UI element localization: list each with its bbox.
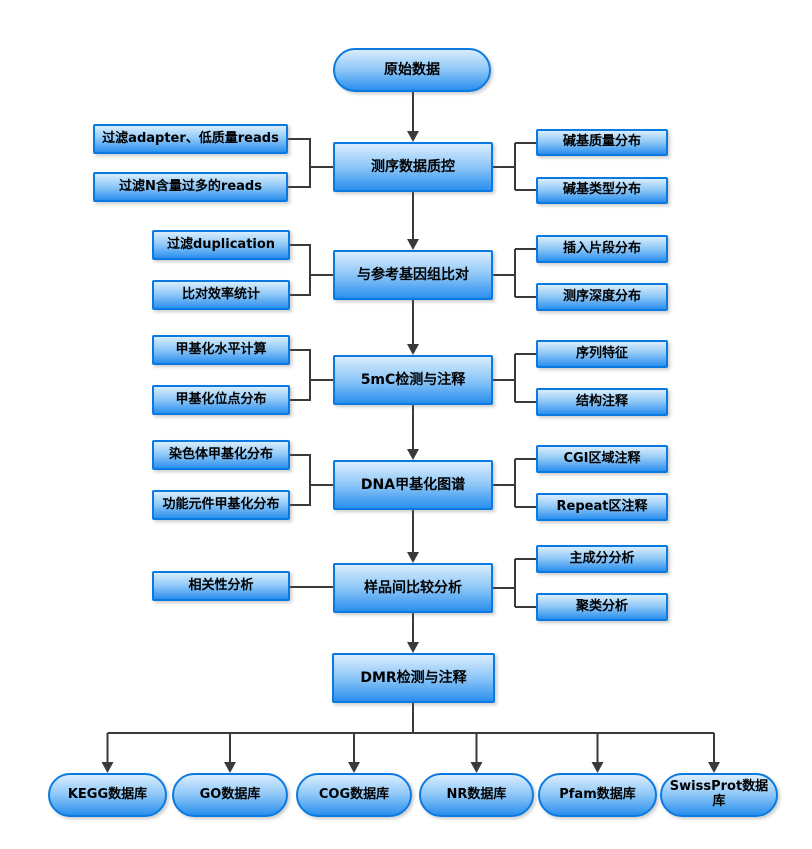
arrowhead [407,642,419,653]
node-step-dmr-detection: DMR检测与注释 [332,653,495,703]
db-node-nr: NR数据库 [419,773,534,817]
left-node-filter-n-reads: 过滤N含量过多的reads [93,172,288,202]
bracket-left-row3 [290,244,333,296]
bracket-right-row5 [493,458,536,508]
arrowhead [348,762,360,773]
right-node-base-quality-distribution: 碱基质量分布 [536,129,668,156]
right-node-insert-size-distribution: 插入片段分布 [536,235,668,263]
bracket-right-row3 [493,248,536,298]
bracket-right-row6 [493,558,536,608]
left-node-filter-adapter-reads: 过滤adapter、低质量reads [93,124,288,154]
arrowhead [708,762,720,773]
right-node-base-type-distribution: 碱基类型分布 [536,177,668,204]
arrowhead [591,762,604,773]
right-node-sequencing-depth-distribution: 测序深度分布 [536,283,668,311]
left-node-alignment-efficiency: 比对效率统计 [152,280,290,310]
right-node-cgi-region-annotation: CGI区域注释 [536,445,668,473]
arrowhead [407,239,419,250]
left-node-correlation-analysis: 相关性分析 [152,571,290,601]
arrowhead [407,344,419,355]
bracket-left-row5 [290,454,333,506]
db-node-cog: COG数据库 [296,773,412,817]
db-node-kegg: KEGG数据库 [48,773,167,817]
right-node-structure-annotation: 结构注释 [536,388,668,416]
left-node-methylation-site-distribution: 甲基化位点分布 [152,385,290,415]
left-node-methylation-level: 甲基化水平计算 [152,335,290,365]
arrowhead [407,449,419,460]
db-node-go: GO数据库 [172,773,288,817]
bracket-left-row4 [290,349,333,401]
arrowhead [470,762,483,773]
node-start-raw-data: 原始数据 [333,48,491,92]
bracket-right-row4 [493,353,536,403]
node-step-5mc-detection: 5mC检测与注释 [333,355,493,405]
node-step-sample-comparison: 样品间比较分析 [333,563,493,613]
arrowhead [407,131,419,142]
left-node-filter-duplication: 过滤duplication [152,230,290,260]
arrowhead [224,762,236,773]
bracket-right-row2 [493,142,536,191]
node-step-sequencing-qc: 测序数据质控 [333,142,493,192]
right-node-sequence-feature: 序列特征 [536,340,668,368]
right-node-clustering-analysis: 聚类分析 [536,593,668,621]
arrowhead [101,762,114,773]
db-node-swissprot: SwissProt数据库 [660,773,778,817]
left-node-chromosome-methylation: 染色体甲基化分布 [152,440,290,470]
arrowhead [407,552,419,563]
left-node-functional-element-methylation: 功能元件甲基化分布 [152,490,290,520]
node-step-dna-methylation-profile: DNA甲基化图谱 [333,460,493,510]
right-node-repeat-region-annotation: Repeat区注释 [536,493,668,521]
node-step-genome-alignment: 与参考基因组比对 [333,250,493,300]
bracket-left-row2 [288,138,333,188]
db-node-pfam: Pfam数据库 [538,773,657,817]
right-node-pca: 主成分分析 [536,545,668,573]
